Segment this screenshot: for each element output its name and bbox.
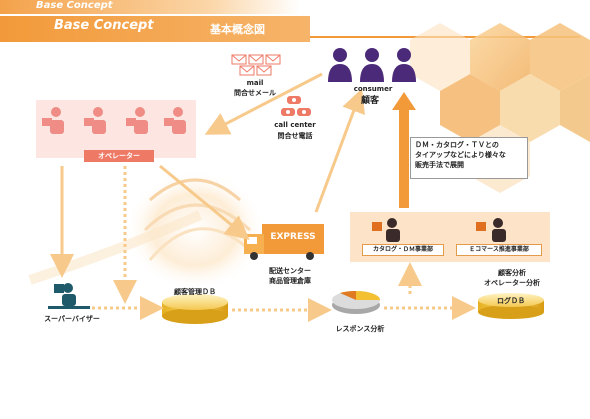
analysis-label-2: オペレーター分析 [484,279,540,287]
consumer-label-jp: 顧客 [361,96,380,106]
response-analysis-label: レスポンス分析 [335,325,385,333]
customer-db-label: 顧客管理ＤＢ [174,288,216,296]
arrow-delivery-to-consumer [314,88,365,213]
header-top-label: Base Concept [36,0,113,11]
delivery-label-1: 配送センター [269,267,311,275]
ecommerce-dept-label: Ｅコマース推進事業部 [456,244,542,256]
consumer-icon [328,48,416,82]
delivery-label-2: 商品管理倉庫 [269,277,311,285]
tv-tieup-box: ＤＭ・カタログ・ＴＶとの タイアップなどにより様々な 販売手法で展開 [410,137,528,179]
page-title-jp: 基本概念図 [210,23,265,36]
header-top-band [0,0,300,14]
arrow-dept-to-consumer [392,92,416,208]
log-db-label: ログＤＢ [497,297,525,305]
analysis-label-1: 顧客分析 [498,269,526,277]
tv-line-2: タイアップなどにより様々な [415,151,506,159]
phone-icon [281,96,311,116]
page-title-en: Base Concept [54,18,154,33]
express-label: EXPRESS [270,232,316,242]
catalog-dept-label: カタログ・ＤＭ事業部 [362,244,444,256]
mail-label-en: mail [246,79,264,87]
flow-arrows [50,72,476,322]
mail-label-jp: 問合せメール [234,89,276,97]
consumer-label-en: consumer [353,85,393,93]
response-pie-icon [332,290,380,314]
arrow-consumer-to-operator [204,72,323,135]
swirl-background [28,170,265,290]
operator-label: オペレーター [84,150,154,162]
supervisor-icon [48,283,90,309]
arrow-operator-to-delivery [159,164,250,240]
log-db-icon [478,293,544,319]
tv-line-1: ＤＭ・カタログ・ＴＶとの [415,141,499,149]
mail-icon [231,54,281,76]
supervisor-label: スーパーバイザー [44,315,100,323]
tv-line-3: 販売手法で展開 [415,161,464,169]
call-center-label-jp: 問合せ電話 [277,132,313,140]
call-center-label-en: call center [274,121,316,129]
customer-db-icon [162,294,228,324]
